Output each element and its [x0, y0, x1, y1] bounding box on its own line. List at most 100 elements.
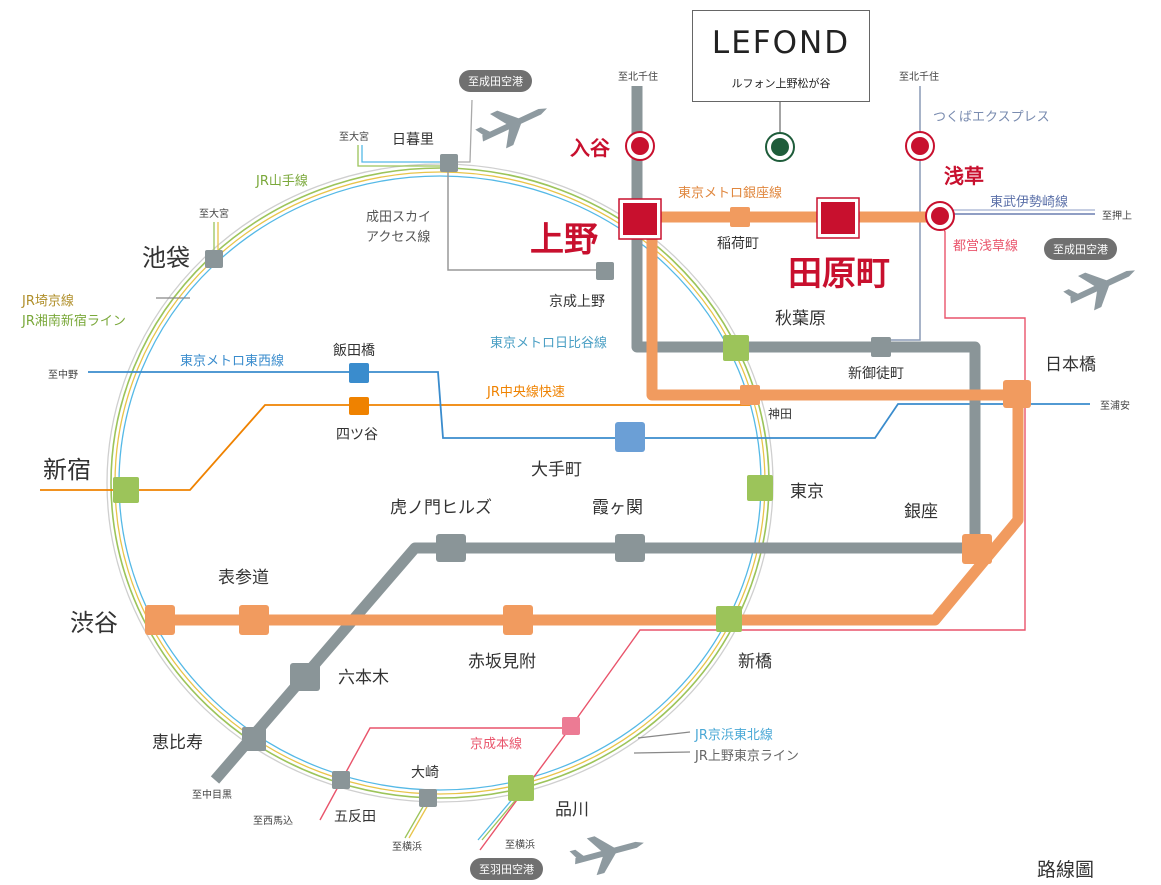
marker-shibuya	[145, 605, 175, 635]
station-shinokachimachi: 新御徒町	[848, 366, 904, 382]
station-osaki: 大崎	[411, 765, 439, 781]
circle-markers	[625, 131, 955, 231]
tozai-line	[88, 371, 1090, 439]
marker-shinagawa	[508, 775, 534, 801]
marker-lefond	[771, 138, 789, 156]
station-shibuya: 渋谷	[70, 609, 118, 637]
direction-kitasenju: 至北千住	[618, 72, 658, 83]
marker-tawaramachi	[821, 202, 855, 234]
ginza-line	[160, 211, 1024, 626]
station-markers-gray	[205, 154, 891, 807]
station-akihabara: 秋葉原	[775, 309, 826, 329]
marker-asakusa	[931, 207, 949, 225]
line-label-saikyo: JR埼京線	[22, 294, 74, 309]
marker-omotesando	[239, 605, 269, 635]
direction-urayasu: 至浦安	[1100, 401, 1130, 412]
marker-gotanda	[332, 771, 350, 789]
line-label-chuo: JR中央線快速	[487, 385, 565, 400]
marker-shinjuku	[113, 477, 139, 503]
station-gotanda: 五反田	[334, 809, 376, 825]
shinagawa-tails	[404, 731, 691, 841]
marker-iriya	[631, 137, 649, 155]
airplane-icon	[569, 836, 644, 876]
marker-keisei-ueno	[596, 262, 614, 280]
nippori-branch	[357, 99, 604, 271]
marker-tokyo	[747, 475, 773, 501]
station-kanda: 神田	[768, 407, 793, 421]
station-tawaramachi: 田原町	[788, 254, 890, 294]
line-label-tozai: 東京メトロ東西線	[180, 354, 285, 369]
station-shinjuku: 新宿	[43, 456, 91, 484]
direction-oshiage: 至押上	[1102, 211, 1132, 222]
station-iidabashi: 飯田橋	[333, 343, 375, 359]
station-shimbashi: 新橋	[738, 652, 772, 672]
brand-logo: LEFOND	[711, 25, 851, 61]
station-nihonbashi: 日本橋	[1045, 355, 1096, 375]
line-label-skyaccess: 成田スカイ アクセス線	[366, 210, 432, 245]
marker-ueno	[623, 203, 657, 235]
station-yotsuya: 四ツ谷	[336, 427, 378, 443]
station-toranomon: 虎ノ門ヒルズ	[390, 498, 492, 518]
station-kasumigaseki: 霞ヶ関	[592, 498, 643, 518]
station-otemachi: 大手町	[531, 460, 582, 480]
marker-akasakamitsuke	[503, 605, 533, 635]
keisei-line	[319, 727, 570, 821]
marker-ginza	[962, 534, 992, 564]
direction-nakameguro: 至中目黒	[192, 790, 232, 801]
station-roppongi: 六本木	[338, 668, 389, 688]
marker-iidabashi	[349, 363, 369, 383]
station-ikebukuro: 池袋	[142, 244, 190, 272]
marker-yotsuya	[349, 397, 369, 415]
marker-kasumigaseki	[615, 534, 645, 562]
line-label-ueno-tokyo: JR上野東京ライン	[695, 749, 799, 764]
station-inaricho: 稲荷町	[717, 236, 759, 252]
station-markers-featured	[618, 197, 860, 240]
line-label-keihin: JR京浜東北線	[695, 728, 773, 743]
marker-toranomon	[436, 534, 466, 562]
marker-ebisu	[242, 727, 266, 751]
line-label-asakusa: 都営浅草線	[953, 239, 1019, 254]
station-ginza: 銀座	[904, 502, 938, 522]
station-markers-ginza	[145, 207, 1031, 635]
station-asakusa: 浅草	[944, 164, 984, 188]
direction-kitasenju: 至北千住	[899, 72, 939, 83]
line-label-yamanote: JR山手線	[256, 174, 308, 189]
station-iriya: 入谷	[570, 136, 610, 160]
marker-shinokachimachi	[871, 337, 891, 357]
airplane-icon	[1063, 270, 1135, 311]
station-tokyo: 東京	[790, 482, 824, 502]
direction-yokohama: 至横浜	[505, 840, 535, 851]
station-omotesando: 表参道	[218, 568, 269, 588]
line-label-tx: つくばエクスプレス	[933, 110, 1050, 125]
marker-akihabara	[723, 335, 749, 361]
marker-tx-asakusa	[911, 137, 929, 155]
airplane-icon	[475, 108, 547, 149]
marker-nippori	[440, 154, 458, 172]
map-caption: 路線圖	[1037, 859, 1095, 881]
marker-inaricho	[730, 207, 750, 227]
hibiya-line	[210, 86, 981, 784]
marker-kanda	[740, 385, 760, 405]
station-keisei-ueno: 京成上野	[549, 294, 605, 310]
marker-ikebukuro	[205, 250, 223, 268]
station-markers-yamanote	[113, 335, 773, 801]
direction-nishimagome: 至西馬込	[253, 816, 293, 827]
marker-nihonbashi	[1003, 380, 1031, 408]
station-ueno: 上野	[530, 220, 598, 260]
marker-osaki	[419, 789, 437, 807]
brand-box: LEFOND ルフォン上野松が谷	[692, 10, 870, 102]
station-akasakamitsuke: 赤坂見附	[468, 652, 536, 672]
marker-keisei-mid	[562, 717, 580, 735]
marker-otemachi	[615, 422, 645, 452]
brand-subtitle: ルフォン上野松が谷	[731, 77, 831, 90]
direction-omiya: 至大宮	[339, 132, 369, 143]
asakusa-line	[479, 215, 1026, 851]
tobu-tx-lines	[880, 86, 1095, 341]
line-label-hibiya: 東京メトロ日比谷線	[490, 336, 608, 351]
direction-omiya: 至大宮	[199, 209, 229, 220]
line-label-shonan: JR湘南新宿ライン	[22, 314, 126, 329]
airport-haneda-pill: 至羽田空港	[470, 858, 543, 880]
marker-shimbashi	[716, 606, 742, 632]
airport-narita-pill: 至成田空港	[459, 70, 532, 92]
